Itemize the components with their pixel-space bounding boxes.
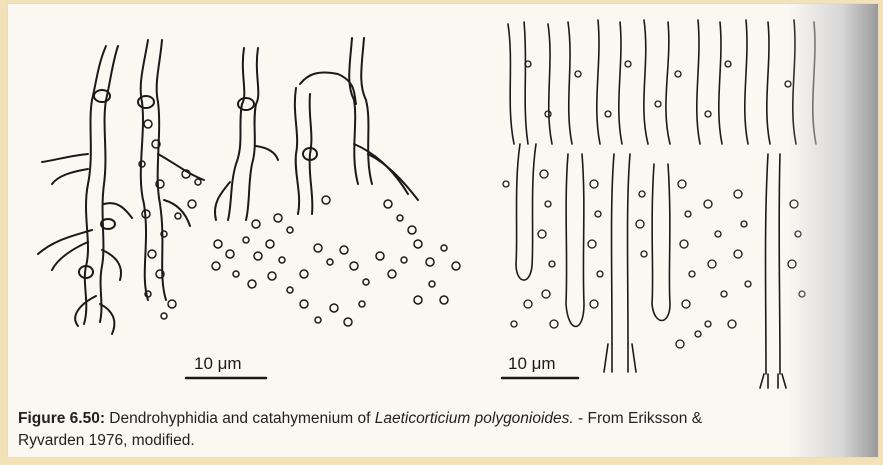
left-encrustation-dots [139,120,460,326]
caption-text-before: Dendrohyphidia and catahymenium of [105,410,375,427]
right-hyphae-drawing [508,20,816,388]
left-hyphae-drawing [38,38,418,334]
right-scale-label: 10 μm [508,354,556,374]
figure-illustration [8,4,878,394]
left-scale-label: 10 μm [194,354,242,374]
caption-label: Figure 6.50: [18,410,105,427]
figure-caption: Figure 6.50: Dendrohyphidia and catahyme… [18,408,878,452]
caption-text-after: - From Eriksson & [574,410,702,427]
document-page: 10 μm 10 μm Figure 6.50: Dendrohyphidia … [8,4,878,457]
caption-species: Laeticorticium polygonioides. [375,410,574,427]
caption-line2: Ryvarden 1976, modified. [18,432,195,449]
